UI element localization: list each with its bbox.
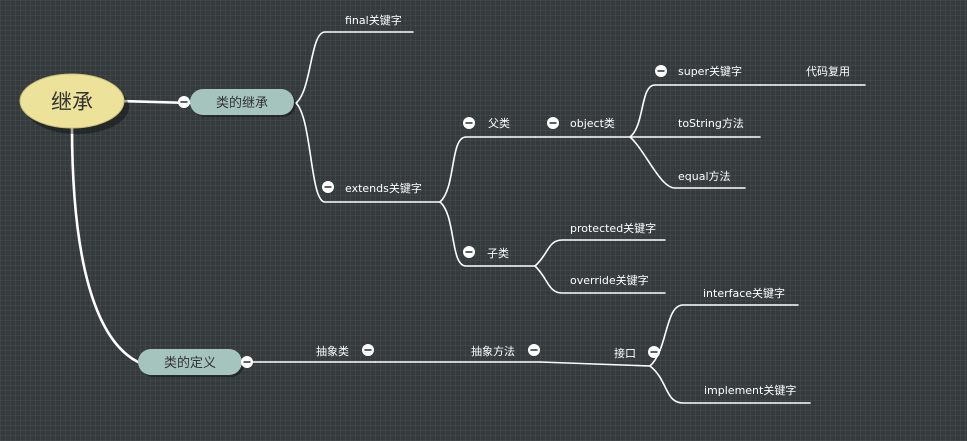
collapse-extends-button[interactable] bbox=[322, 181, 334, 193]
node-reuse[interactable]: 代码复用 bbox=[806, 64, 850, 78]
edge-root-definition bbox=[70, 124, 140, 364]
edge-extends-child bbox=[439, 201, 536, 267]
collapse-child-button[interactable] bbox=[463, 246, 475, 258]
topic-definition[interactable]: 类的定义 bbox=[138, 349, 244, 377]
node-parent[interactable]: 父类 bbox=[488, 116, 510, 130]
collapse-super-button[interactable] bbox=[655, 65, 667, 77]
node-abstract-class[interactable]: 抽象类 bbox=[316, 344, 349, 358]
edge-child-override bbox=[534, 265, 666, 294]
edge-child-protected bbox=[534, 239, 666, 267]
node-tostring[interactable]: toString方法 bbox=[678, 116, 744, 130]
edge-interface-implementkw bbox=[649, 365, 811, 404]
node-abstract-method[interactable]: 抽象方法 bbox=[471, 344, 515, 358]
edge-extends-parent bbox=[439, 136, 536, 203]
edge-abstract-method-interface bbox=[539, 361, 651, 367]
node-extends[interactable]: extends关键字 bbox=[345, 181, 422, 195]
node-implement-keyword[interactable]: implement关键字 bbox=[704, 383, 796, 397]
node-child[interactable]: 子类 bbox=[487, 246, 509, 260]
node-final[interactable]: final关键字 bbox=[345, 13, 402, 27]
node-equal[interactable]: equal方法 bbox=[678, 169, 731, 183]
topic-inheritance-label: 类的继承 bbox=[216, 95, 268, 111]
collapse-object-button[interactable] bbox=[547, 117, 559, 129]
node-override[interactable]: override关键字 bbox=[570, 273, 649, 287]
edge-inheritance-extends bbox=[295, 102, 441, 203]
collapse-abstract-class-button[interactable] bbox=[362, 344, 374, 356]
root-label: 继承 bbox=[51, 90, 93, 114]
topic-definition-label: 类的定义 bbox=[164, 355, 216, 371]
node-super[interactable]: super关键字 bbox=[678, 64, 742, 78]
collapse-inheritance-button[interactable] bbox=[178, 96, 190, 108]
edge-object-super bbox=[629, 84, 761, 138]
node-interface-keyword[interactable]: interface关键字 bbox=[703, 286, 785, 300]
node-interface[interactable]: 接口 bbox=[614, 347, 636, 360]
collapse-abstract-method-button[interactable] bbox=[528, 344, 540, 356]
edge-inheritance-final bbox=[295, 31, 414, 104]
node-protected[interactable]: protected关键字 bbox=[570, 221, 656, 235]
edge-object-equal bbox=[629, 136, 746, 189]
edge-interface-interfacekw bbox=[649, 304, 799, 367]
collapse-interface-button[interactable] bbox=[648, 346, 660, 358]
topic-inheritance[interactable]: 类的继承 bbox=[190, 89, 296, 117]
collapse-parent-button[interactable] bbox=[463, 117, 475, 129]
root-node[interactable]: 继承 bbox=[19, 73, 129, 134]
edges bbox=[70, 31, 866, 404]
node-object[interactable]: object类 bbox=[570, 116, 615, 130]
collapse-definition-button[interactable] bbox=[241, 356, 253, 368]
